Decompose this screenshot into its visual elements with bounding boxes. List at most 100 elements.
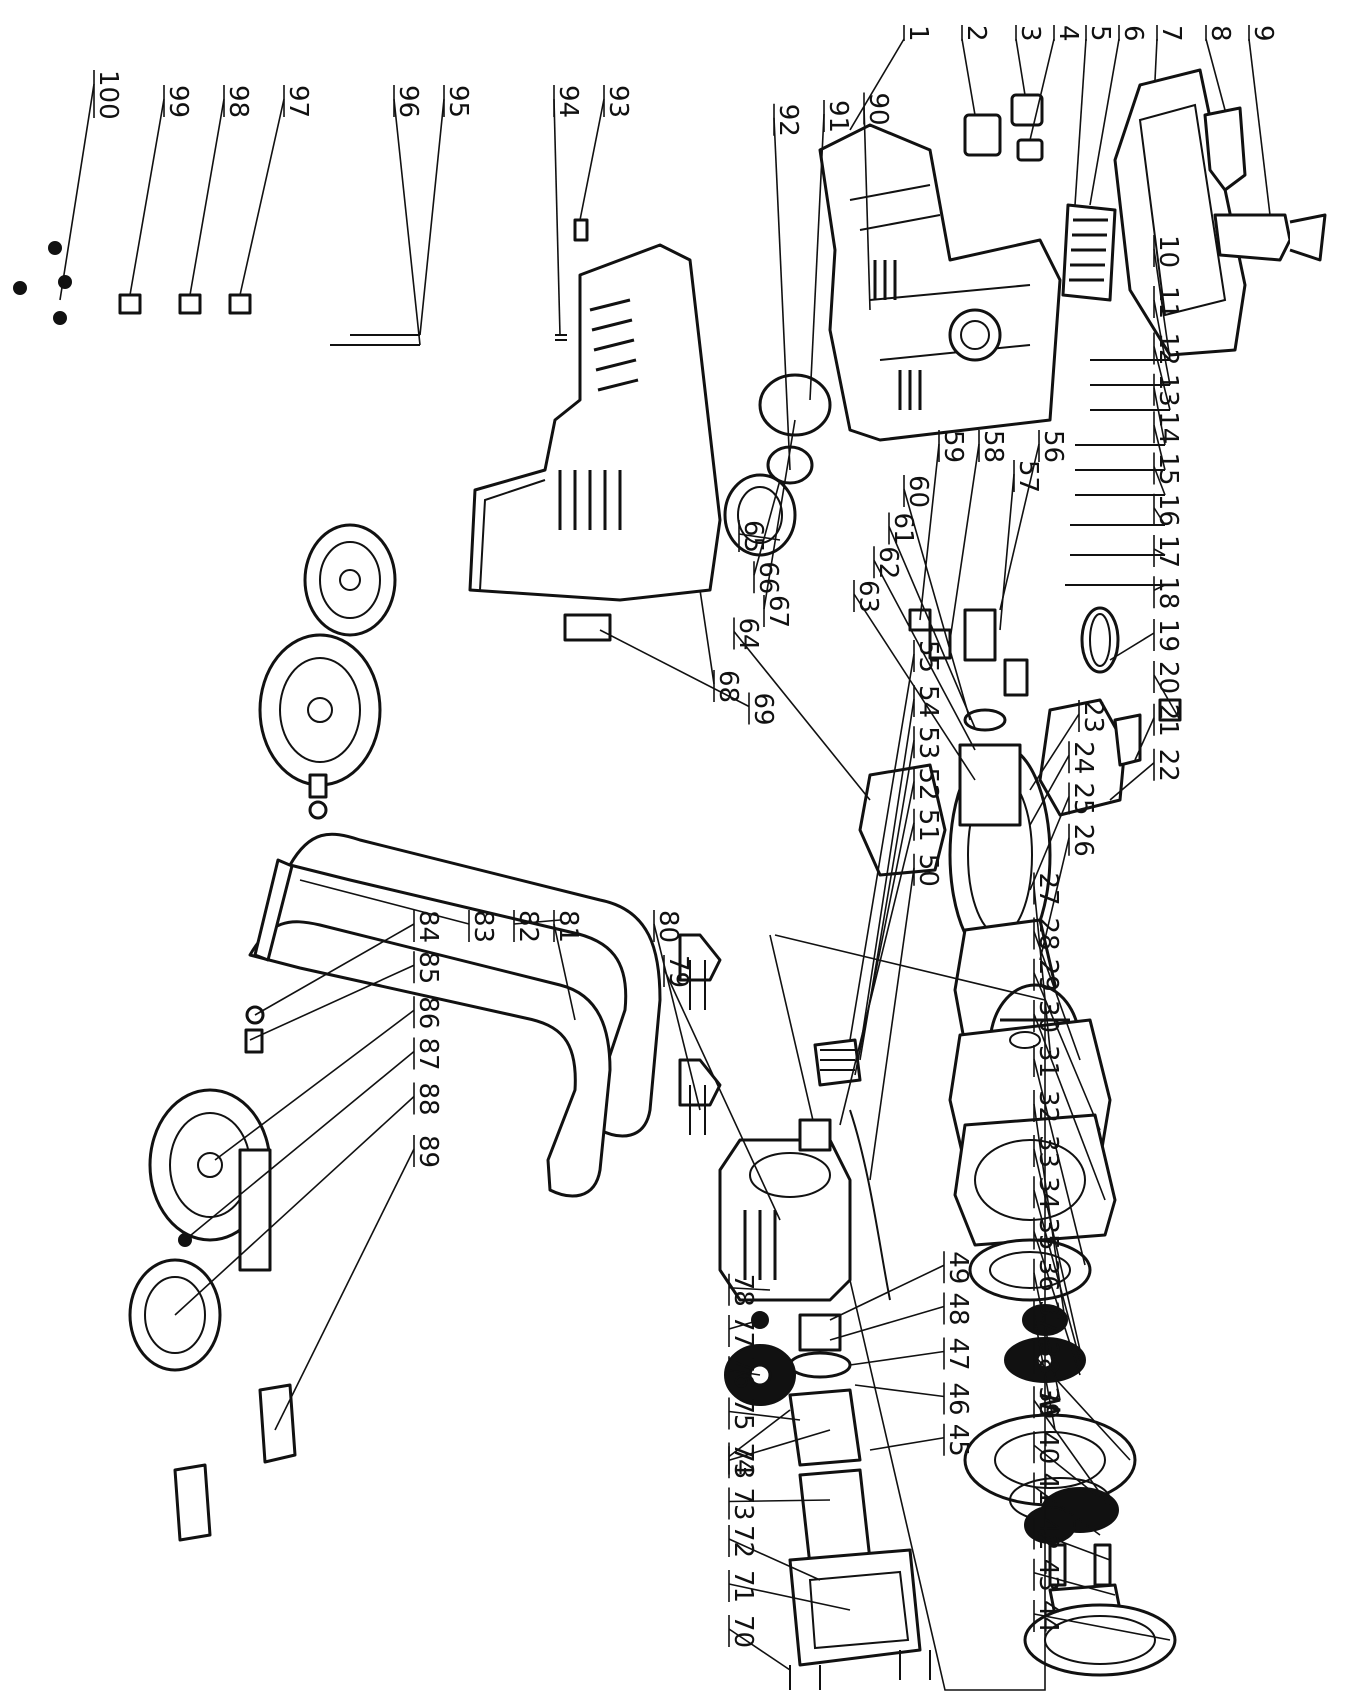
leader-line — [579, 98, 605, 221]
terminal-block-part — [813, 1038, 862, 1087]
seal-ring-part — [968, 1238, 1092, 1302]
part-number-label: 14 — [1153, 411, 1183, 444]
part-number-label: 90 — [863, 93, 893, 126]
leader-line — [1153, 507, 1166, 526]
part-number-label: 73 — [728, 1488, 758, 1521]
pump-housing-part — [1038, 698, 1127, 817]
leader-line — [1033, 1058, 1086, 1266]
leader-line — [869, 867, 915, 1181]
part-number-label: 24 — [1068, 741, 1098, 774]
leader-line — [849, 38, 905, 131]
spray-gun-part — [1213, 213, 1292, 262]
leader-line — [1033, 1190, 1081, 1361]
clamp-part — [758, 373, 832, 437]
connector-part — [798, 1118, 832, 1152]
part-number-label: 39 — [1033, 1386, 1063, 1419]
leader-line — [1248, 38, 1271, 216]
part-number-label: 72 — [728, 1525, 758, 1558]
part-number-label: 7 — [1156, 25, 1186, 42]
part-number-label: 94 — [553, 85, 583, 118]
leader-line — [738, 533, 781, 541]
part-number-label: 61 — [888, 513, 918, 546]
leader-line — [1205, 38, 1226, 111]
part-number-label: 19 — [1153, 619, 1183, 652]
leader-line — [553, 923, 576, 1021]
part-number-label: 12 — [1153, 333, 1183, 366]
part-number-label: 80 — [653, 910, 683, 943]
part-number-label: 31 — [1033, 1045, 1063, 1078]
leader-line — [1033, 972, 1101, 1131]
leader-line — [1029, 796, 1070, 891]
part-number-label: 79 — [663, 955, 693, 988]
part-number-label: 13 — [1153, 374, 1183, 407]
part-number-label: 63 — [853, 580, 883, 613]
leader-line — [1033, 1571, 1116, 1596]
part-number-label: 59 — [938, 430, 968, 463]
leader-line — [1029, 713, 1080, 791]
leader-line — [1029, 754, 1070, 826]
handle-frame-part — [238, 832, 662, 1272]
part-number-label: 76 — [728, 1356, 758, 1389]
leader-line — [1033, 1354, 1131, 1461]
bolt-part — [573, 218, 589, 242]
leader-line — [873, 559, 976, 751]
part-number-label: 68 — [713, 670, 743, 703]
part-number-label: 11 — [1153, 286, 1183, 319]
part-number-label: 41 — [1033, 1473, 1063, 1506]
valve-housing-part — [798, 1468, 872, 1567]
part-number-label: 46 — [943, 1383, 973, 1416]
ball-part — [58, 275, 72, 289]
leader-line — [1153, 548, 1166, 556]
leader-line — [728, 1538, 821, 1581]
part-number-label: 20 — [1153, 661, 1183, 694]
valve-part — [1003, 658, 1029, 697]
part-number-label: 28 — [1033, 918, 1063, 951]
pump-head-part — [788, 1388, 862, 1467]
part-number-label: 87 — [413, 1038, 443, 1071]
leader-line — [728, 1499, 831, 1503]
leader-line — [1015, 38, 1026, 96]
leader-line — [189, 98, 225, 296]
switch-part — [963, 113, 1002, 157]
leader-line — [599, 629, 750, 708]
part-number-label: 8 — [1205, 25, 1235, 42]
part-number-label: 75 — [728, 1398, 758, 1431]
ball-part — [48, 241, 62, 255]
part-number-label: 78 — [728, 1274, 758, 1307]
part-number-label: 58 — [978, 430, 1008, 463]
gear-part — [1024, 1506, 1076, 1544]
part-number-label: 29 — [1033, 959, 1063, 992]
leader-line — [728, 1583, 851, 1611]
part-number-label: 62 — [873, 546, 903, 579]
leader-line — [1033, 1148, 1081, 1351]
leader-line — [1089, 38, 1120, 206]
base-plate-part — [788, 1548, 922, 1667]
nut-part — [1158, 698, 1182, 722]
leader-line — [1153, 346, 1171, 411]
motor-head-part — [958, 743, 1022, 827]
part-number-label: 49 — [943, 1251, 973, 1284]
leader-line — [513, 919, 561, 925]
leader-line — [849, 1350, 945, 1366]
part-number-label: 74 — [728, 1443, 758, 1476]
part-number-label: 92 — [773, 104, 803, 137]
leader-line — [1154, 38, 1158, 81]
leader-line — [1033, 1013, 1106, 1201]
part-number-label: 44 — [1033, 1600, 1063, 1633]
leader-line — [1153, 584, 1166, 591]
part-number-label: 91 — [823, 100, 853, 133]
leader-line — [829, 1264, 945, 1321]
part-number-label: 98 — [223, 85, 253, 118]
leader-line — [728, 1369, 761, 1376]
part-number-label: 32 — [1033, 1090, 1063, 1123]
part-number-label: 55 — [913, 640, 943, 673]
part-drawings — [13, 68, 1327, 1691]
leader-line — [961, 38, 976, 116]
part-number-label: 16 — [1153, 494, 1183, 527]
leader-line — [249, 964, 415, 1041]
leader-line — [728, 1628, 791, 1671]
spacer-part — [308, 773, 328, 799]
leader-line — [869, 1436, 945, 1451]
